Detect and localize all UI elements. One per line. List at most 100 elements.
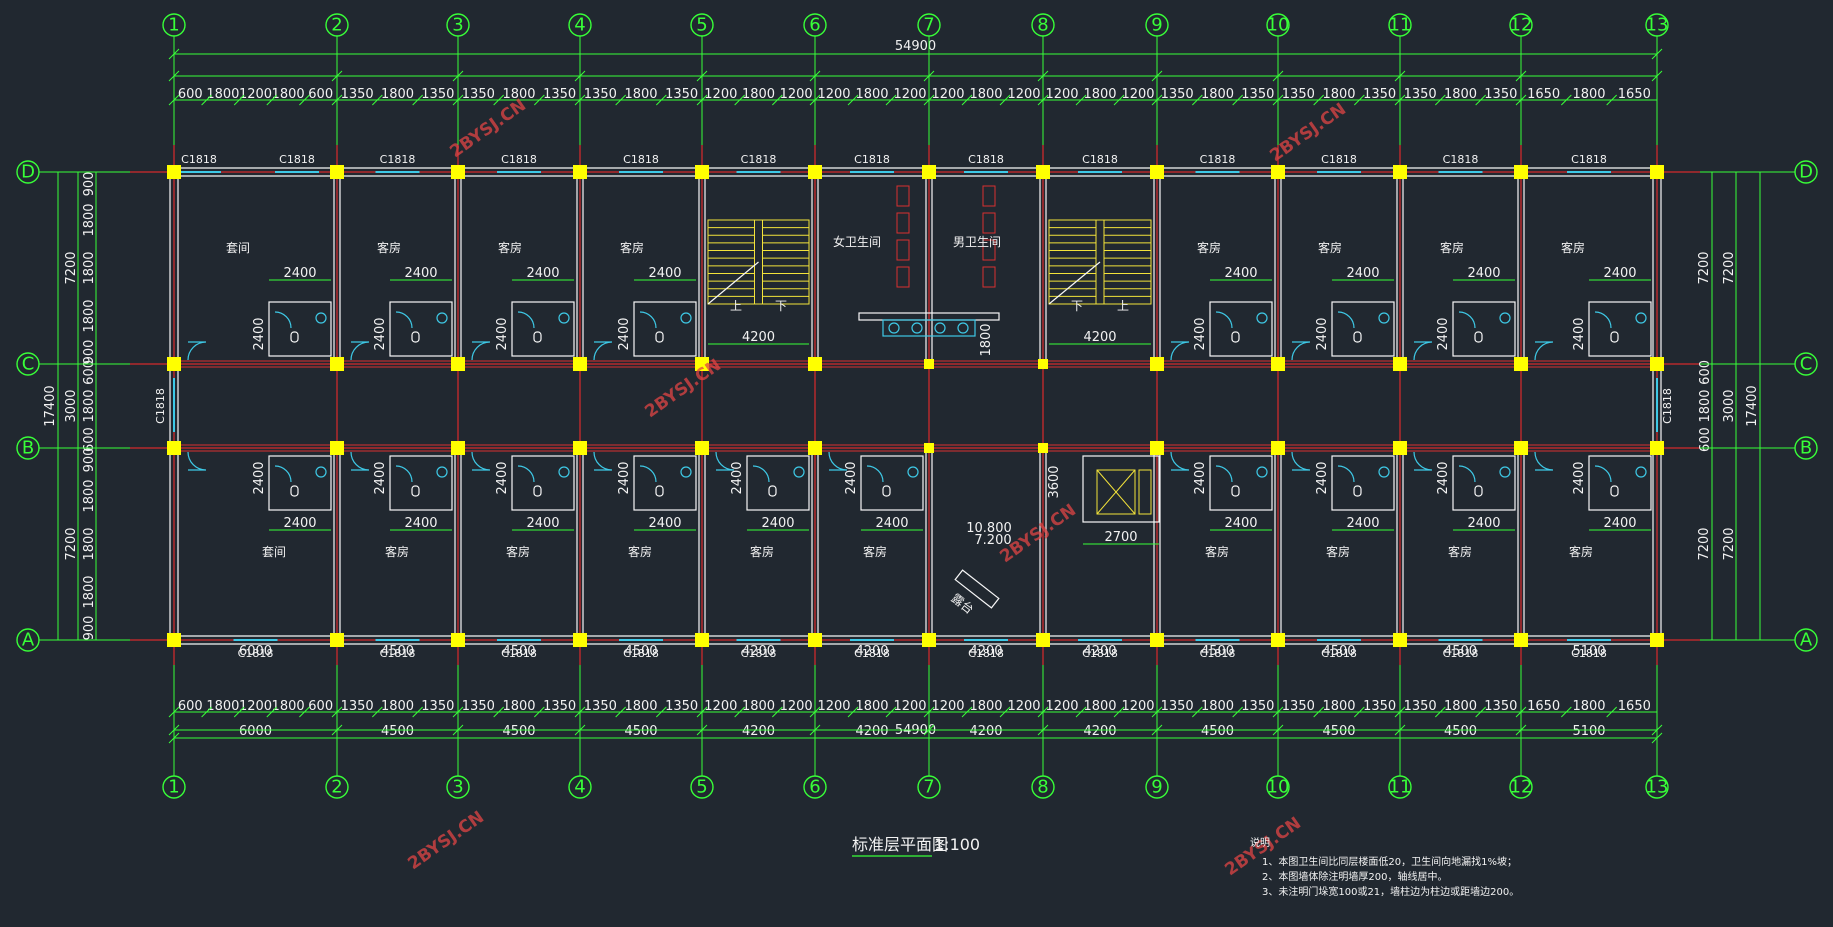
grid-label-13: 13: [1646, 777, 1669, 798]
dim-tick: [266, 706, 278, 718]
room-label: 客房: [750, 544, 774, 559]
room-label: 客房: [1326, 544, 1350, 559]
window-label: C1818: [1082, 153, 1118, 166]
toilet-icon: [1610, 331, 1619, 343]
window-label: C1818: [968, 153, 1004, 166]
grid-label-5: 5: [696, 777, 707, 798]
right-span-text: 3000: [1722, 389, 1737, 422]
grid-label-12: 12: [1510, 777, 1533, 798]
detail-dim-text: 1350: [1484, 699, 1517, 714]
column: [924, 443, 934, 453]
dim-tick: [1434, 706, 1446, 718]
grid-label-5: 5: [696, 15, 707, 36]
elevation-top: 10.800: [966, 521, 1012, 536]
basin-icon: [911, 322, 923, 334]
grid-label-9: 9: [1151, 777, 1162, 798]
dim-tick: [1113, 706, 1125, 718]
detail-dim-text: 1800: [1444, 699, 1477, 714]
dim-tick: [266, 94, 278, 106]
detail-dim-text: 1200: [931, 87, 964, 102]
dim-tick: [1353, 706, 1365, 718]
column: [1150, 441, 1164, 455]
toilet-icon: [533, 331, 542, 343]
inner-dim-text: 2400: [1346, 516, 1379, 531]
dim-tick: [1434, 94, 1446, 106]
bay-dim-text: 4500: [1322, 724, 1355, 739]
column: [330, 357, 344, 371]
title-text: 标准层平面图: [852, 835, 948, 854]
window-label: C1818: [1661, 388, 1674, 424]
sink-icon: [1378, 466, 1390, 478]
window-label: C1818: [380, 647, 416, 660]
sink-icon: [315, 466, 327, 478]
detail-dim-text: 1350: [1282, 87, 1315, 102]
inner-dim-text: 2400: [1603, 516, 1636, 531]
detail-dim-text: 1200: [893, 699, 926, 714]
bay-dim-text: 4500: [1444, 644, 1477, 659]
room-label: 客房: [1569, 544, 1593, 559]
dim-tick: [999, 706, 1011, 718]
column: [1150, 165, 1164, 179]
elevator-counterweight: [1138, 469, 1152, 515]
stair-label: 上: [730, 299, 742, 313]
detail-dim-text: 1200: [1121, 87, 1154, 102]
grid-label-3: 3: [452, 777, 463, 798]
detail-dim-text: 1650: [1527, 699, 1560, 714]
room-labels: 套间客房客房客房客房客房客房客房套间客房客房客房客房客房客房客房客房客房女卫生间…: [226, 234, 1593, 617]
detail-dim-text: 1350: [341, 87, 374, 102]
bay-dim-text: 4200: [855, 724, 888, 739]
inner-dim-text: 2400: [1193, 317, 1208, 350]
bathroom: [1331, 301, 1395, 357]
left-span-text: 7200: [64, 251, 79, 284]
balcony-railing: [954, 569, 1000, 609]
grid-label-6: 6: [809, 15, 820, 36]
detail-dim-text: 1800: [381, 699, 414, 714]
bay-dim-text: 4500: [624, 644, 657, 659]
detail-dim-text: 1350: [665, 699, 698, 714]
dim-tick: [201, 706, 212, 718]
toilet-icon: [1474, 331, 1483, 343]
dim-tick: [1075, 706, 1087, 718]
detail-dim-text: 1350: [462, 87, 495, 102]
grid-label-C: C: [1800, 354, 1813, 375]
grid-label-2: 2: [331, 15, 342, 36]
door-swing: [1534, 451, 1554, 471]
window-label: C1818: [1321, 153, 1357, 166]
dim-tick: [999, 94, 1011, 106]
column: [1514, 441, 1528, 455]
inner-dim-text: 2400: [252, 317, 267, 350]
toilet-icon: [290, 485, 299, 497]
room-label: 套间: [262, 545, 286, 559]
room-label: 客房: [385, 544, 409, 559]
inner-dim-text: 2400: [283, 516, 316, 531]
sink-icon: [1499, 312, 1511, 324]
left-span-text: 3000: [64, 389, 79, 422]
dim-tick: [734, 94, 746, 106]
dim-tick: [655, 706, 667, 718]
grid-label-3: 3: [452, 15, 463, 36]
grid-label-7: 7: [923, 15, 934, 36]
elevation-bottom: 7.200: [974, 533, 1011, 548]
room-label: 客房: [1205, 544, 1229, 559]
detail-dim-text: 1350: [1363, 699, 1396, 714]
dim-tick: [885, 706, 897, 718]
inner-dim-text: 2400: [844, 461, 859, 494]
fixtures: 上下下上: [187, 185, 1652, 609]
toilet-icon: [1610, 485, 1619, 497]
grid-label-9: 9: [1151, 15, 1162, 36]
grid-label-C: C: [22, 354, 35, 375]
door-swing: [593, 341, 613, 361]
door-swing: [395, 465, 413, 483]
detail-dim-text: 1800: [855, 87, 888, 102]
balcony-label: 露台: [949, 590, 977, 617]
inner-dim-text: 2400: [1315, 461, 1330, 494]
detail-dim-text: 1800: [1572, 87, 1605, 102]
inner-dim-text: 2400: [1572, 461, 1587, 494]
right-span-text: 7200: [1722, 527, 1737, 560]
detail-dim-text: 1650: [1618, 699, 1651, 714]
bathroom: [268, 301, 332, 357]
window-label: C1818: [741, 647, 777, 660]
bathroom: [1209, 455, 1273, 511]
dim-tick: [771, 706, 783, 718]
column: [922, 633, 936, 647]
